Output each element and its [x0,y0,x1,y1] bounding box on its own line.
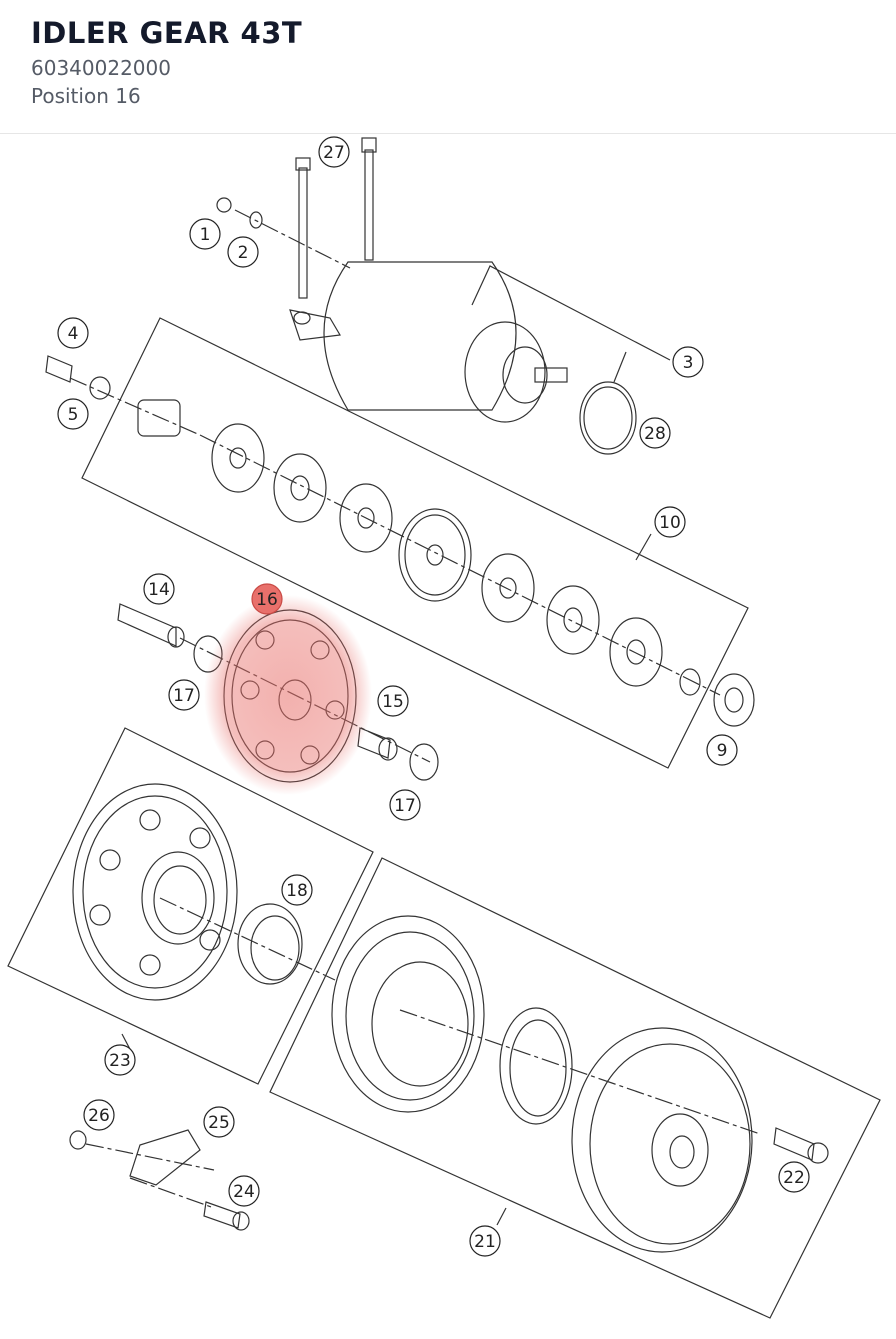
callout-27[interactable]: 27 [318,136,350,168]
callout-17-b[interactable]: 17 [389,789,421,821]
diagram-svg: 1 2 27 3 4 5 28 10 14 16 17 15 17 9 18 2… [7,136,881,1319]
callout-14[interactable]: 14 [143,573,175,605]
callout-25[interactable]: 25 [203,1106,235,1138]
starter-motor [289,261,568,423]
callout-2-label: 2 [238,243,249,263]
callout-28[interactable]: 28 [639,417,671,449]
group-box-23 [7,727,374,1085]
callout-23-label: 23 [109,1051,131,1071]
exploded-diagram: 1 2 27 3 4 5 28 10 14 16 17 15 17 9 18 2… [0,134,896,1335]
callout-22-label: 22 [783,1168,805,1188]
callout-15[interactable]: 15 [377,685,409,717]
callout-17-b-label: 17 [394,796,416,816]
callout-25-label: 25 [208,1113,230,1133]
callout-17-a[interactable]: 17 [168,679,200,711]
callout-4-label: 4 [68,324,79,344]
callout-5-label: 5 [68,405,79,425]
callout-17-a-label: 17 [173,686,195,706]
callout-4[interactable]: 4 [57,317,89,349]
highlight-glow [204,595,372,795]
callout-23[interactable]: 23 [104,1044,136,1076]
callout-3-label: 3 [683,353,694,373]
callout-28-label: 28 [644,424,666,444]
callout-18-label: 18 [286,881,308,901]
group-box-10 [81,317,749,769]
callout-10-label: 10 [659,513,681,533]
callout-3[interactable]: 3 [672,346,704,378]
callout-5[interactable]: 5 [57,398,89,430]
part-number: 60340022000 [31,56,171,80]
callout-26[interactable]: 26 [83,1099,115,1131]
callout-21[interactable]: 21 [469,1225,501,1257]
part-position: Position 16 [31,84,141,108]
callout-27-label: 27 [323,143,345,163]
callout-10[interactable]: 10 [654,506,686,538]
callout-14-label: 14 [148,580,170,600]
part-title: IDLER GEAR 43T [31,16,303,50]
callout-15-label: 15 [382,692,404,712]
callout-9[interactable]: 9 [706,734,738,766]
callout-24[interactable]: 24 [228,1175,260,1207]
callout-16-label: 16 [256,590,278,610]
callout-1-label: 1 [200,225,211,245]
callout-1[interactable]: 1 [189,218,221,250]
callout-9-label: 9 [717,741,728,761]
group-box-21 [269,857,881,1319]
part-header: IDLER GEAR 43T 60340022000 Position 16 [0,0,896,134]
callout-16[interactable]: 16 [251,583,283,615]
callout-21-label: 21 [474,1232,496,1252]
callout-26-label: 26 [88,1106,110,1126]
callout-22[interactable]: 22 [778,1161,810,1193]
callout-24-label: 24 [233,1182,255,1202]
callout-2[interactable]: 2 [227,236,259,268]
callout-18[interactable]: 18 [281,874,313,906]
